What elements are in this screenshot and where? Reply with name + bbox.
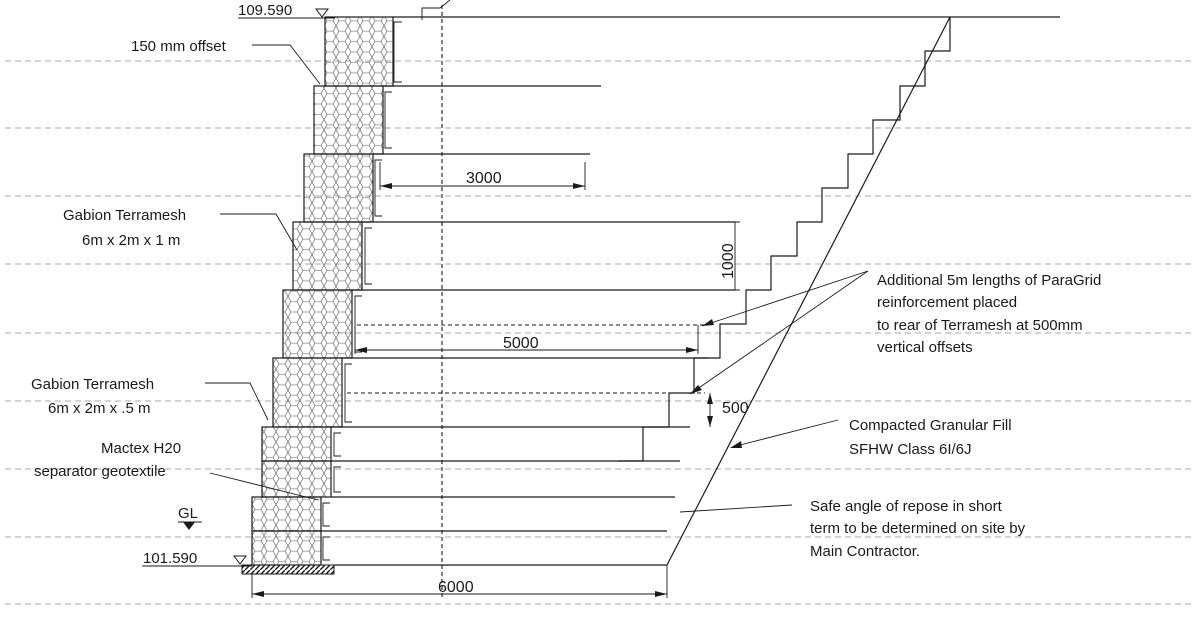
- dimension-3000-label: 3000: [466, 170, 502, 187]
- gabion-basket-4: [292, 221, 363, 291]
- background-grid-lines: [5, 60, 1195, 605]
- terramesh-tails: [321, 16, 1060, 566]
- level-marker-bottom: [142, 555, 252, 567]
- dimension-5000: [354, 325, 699, 354]
- dimension-500: [707, 393, 713, 427]
- level-marker-top: [238, 8, 335, 19]
- dimension-5000-label: 5000: [503, 335, 539, 352]
- level-bottom-label: 101.590: [143, 550, 197, 567]
- ground-level-marker: [178, 521, 202, 530]
- gabion-basket-2: [313, 85, 384, 155]
- repose-label-line2: term to be determined on site by: [810, 520, 1026, 537]
- repose-label-line1: Safe angle of repose in short: [810, 498, 1003, 515]
- gabion-1m-label-line2: 6m x 2m x 1 m: [82, 232, 180, 249]
- fill-label-line2: SFHW Class 6I/6J: [849, 441, 972, 458]
- paragrid-label-line4: vertical offsets: [877, 339, 973, 356]
- gabion-basket-5: [282, 289, 353, 359]
- dimension-6000-label: 6000: [438, 579, 474, 596]
- dimension-3000: [379, 162, 586, 190]
- gabion-1m-label-line1: Gabion Terramesh: [63, 207, 186, 224]
- foundation-bedding: [241, 564, 335, 575]
- dimension-1000-label: 1000: [720, 243, 737, 279]
- gabion-05m-label-line1: Gabion Terramesh: [31, 376, 154, 393]
- dimension-1000: [712, 221, 740, 291]
- basket-back-brackets: [322, 21, 402, 561]
- level-top-label: 109.590: [238, 2, 292, 19]
- gabion-baskets: [251, 16, 394, 566]
- offset-label: 150 mm offset: [131, 38, 227, 55]
- mactex-label-line1: Mactex H20: [101, 440, 181, 457]
- gabion-basket-7b: [261, 460, 332, 498]
- annotation-leaders: [205, 44, 869, 513]
- gabion-basket-8b: [251, 530, 322, 566]
- gabion-basket-3: [303, 153, 374, 223]
- paragrid-reinforcement: [347, 324, 705, 394]
- mactex-label-line2: separator geotextile: [34, 463, 166, 480]
- excavation-stepped-line: [618, 17, 951, 462]
- gabion-basket-8a: [251, 496, 322, 532]
- paragrid-label-line2: reinforcement placed: [877, 294, 1017, 311]
- ground-level-label: GL: [178, 505, 198, 522]
- gabion-basket-6: [272, 357, 343, 428]
- paragrid-label-line1: Additional 5m lengths of ParaGrid: [877, 272, 1101, 289]
- dimension-500-label: 500: [722, 400, 749, 417]
- gabion-basket-1: [324, 16, 394, 87]
- gabion-05m-label-line2: 6m x 2m x .5 m: [48, 400, 151, 417]
- dimension-6000: [251, 565, 668, 598]
- gabion-basket-7a: [261, 426, 332, 462]
- repose-label-line3: Main Contractor.: [810, 543, 920, 560]
- paragrid-label-line3: to rear of Terramesh at 500mm: [877, 317, 1083, 334]
- fill-label-line1: Compacted Granular Fill: [849, 417, 1012, 434]
